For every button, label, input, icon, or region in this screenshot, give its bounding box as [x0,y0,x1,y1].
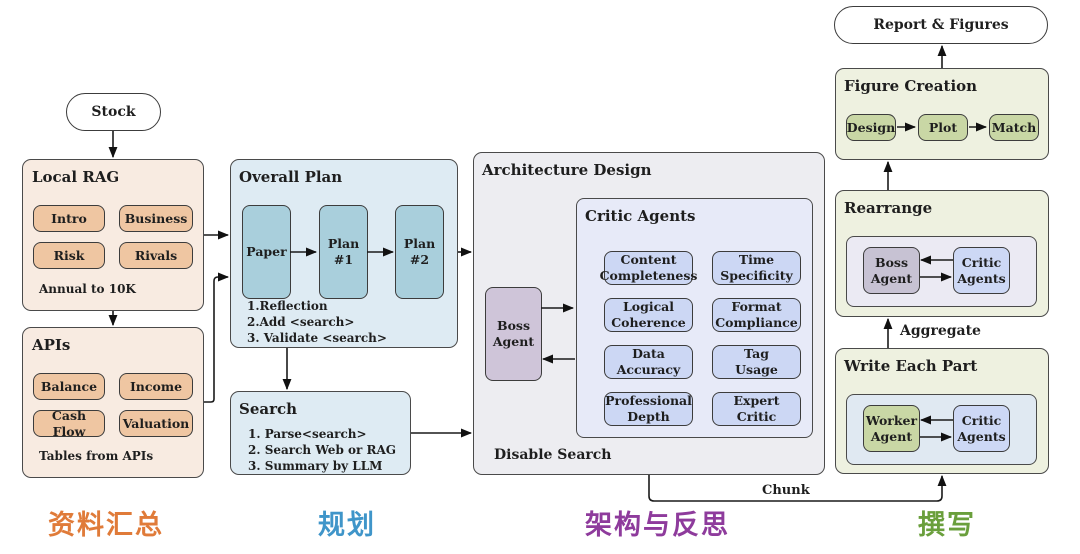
stage-label-plan: 规划 [318,510,376,541]
chip-income: Income [119,373,193,400]
write-each-part-panel: Write Each Part Worker Agent Critic Agen… [835,348,1049,474]
figure-creation-panel: Figure Creation Design Plot Match [835,68,1049,160]
node-paper: Paper [242,205,291,299]
step-match: Match [989,114,1039,141]
critic-expert-critic: Expert Critic [712,392,801,426]
write-critic-agents: Critic Agents [953,405,1010,452]
rearrange-panel: Rearrange Boss Agent Critic Agents [835,190,1049,317]
search-step-2: 2. Search Web or RAG [248,443,397,457]
stage-label-architecture: 架构与反思 [585,510,730,541]
edge-label-chunk: Chunk [762,483,810,498]
start-label: Stock [91,104,136,120]
critic-time-specificity: Time Specificity [712,251,801,285]
worker-agent-node: Worker Agent [863,405,920,452]
search-panel: Search 1. Parse<search> 2. Search Web or… [230,391,411,475]
node-plan-2: Plan #2 [395,205,444,299]
rearrange-inner-panel: Boss Agent Critic Agents [846,236,1037,307]
end-label: Report & Figures [873,17,1009,33]
critic-format-compliance: Format Compliance [712,298,801,332]
chip-rivals: Rivals [119,242,193,269]
chip-cash-flow: Cash Flow [33,408,105,439]
critic-data-accuracy: Data Accuracy [604,345,693,379]
chip-balance: Balance [33,373,105,400]
architecture-title: Architecture Design [482,161,652,179]
apis-note: Tables from APIs [39,449,154,463]
critic-content-completeness: Content Completeness [599,251,698,285]
plan-step-3: 3. Validate <search> [247,331,387,345]
overall-plan-panel: Overall Plan Paper Plan #1 Plan #2 1.Ref… [230,159,458,348]
rearrange-critic-agents: Critic Agents [953,247,1010,294]
chip-business: Business [119,205,193,232]
chip-valuation: Valuation [119,410,193,437]
local-rag-panel: Local RAG Intro Business Risk Rivals Ann… [22,159,204,311]
critic-tag-usage: Tag Usage [712,345,801,379]
critic-agents-panel: Critic Agents Content Completeness Time … [576,198,813,438]
end-node-report-figures: Report & Figures [834,6,1048,44]
stage-label-write: 撰写 [918,510,976,541]
overall-plan-title: Overall Plan [239,168,343,186]
search-title: Search [239,400,298,418]
stage-label-collect: 资料汇总 [48,510,164,541]
plan-step-2: 2.Add <search> [247,315,355,329]
write-inner-panel: Worker Agent Critic Agents [846,394,1037,465]
step-design: Design [846,114,896,141]
critic-agents-title: Critic Agents [585,207,696,225]
chip-intro: Intro [33,205,105,232]
search-step-1: 1. Parse<search> [248,427,367,441]
arrow-apis-to-plan [204,272,230,403]
architecture-design-panel: Architecture Design Boss Agent Disable S… [473,152,825,475]
search-step-3: 3. Summary by LLM [248,459,383,473]
edge-label-aggregate: Aggregate [900,323,981,339]
step-plot: Plot [918,114,968,141]
rearrange-title: Rearrange [844,199,933,217]
write-each-part-title: Write Each Part [844,357,978,375]
critic-logical-coherence: Logical Coherence [604,298,693,332]
apis-title: APIs [32,336,71,354]
boss-agent-node: Boss Agent [485,287,542,381]
start-node-stock: Stock [66,93,161,131]
node-plan-1: Plan #1 [319,205,368,299]
local-rag-title: Local RAG [32,168,120,186]
critic-professional-depth: Professional Depth [604,392,693,426]
rearrange-boss-agent: Boss Agent [863,247,920,294]
chip-risk: Risk [33,242,105,269]
local-rag-note: Annual to 10K [39,282,136,296]
plan-step-1: 1.Reflection [247,299,328,313]
apis-panel: APIs Balance Income Cash Flow Valuation … [22,327,204,478]
disable-search-note: Disable Search [494,447,612,463]
figure-creation-title: Figure Creation [844,77,978,95]
